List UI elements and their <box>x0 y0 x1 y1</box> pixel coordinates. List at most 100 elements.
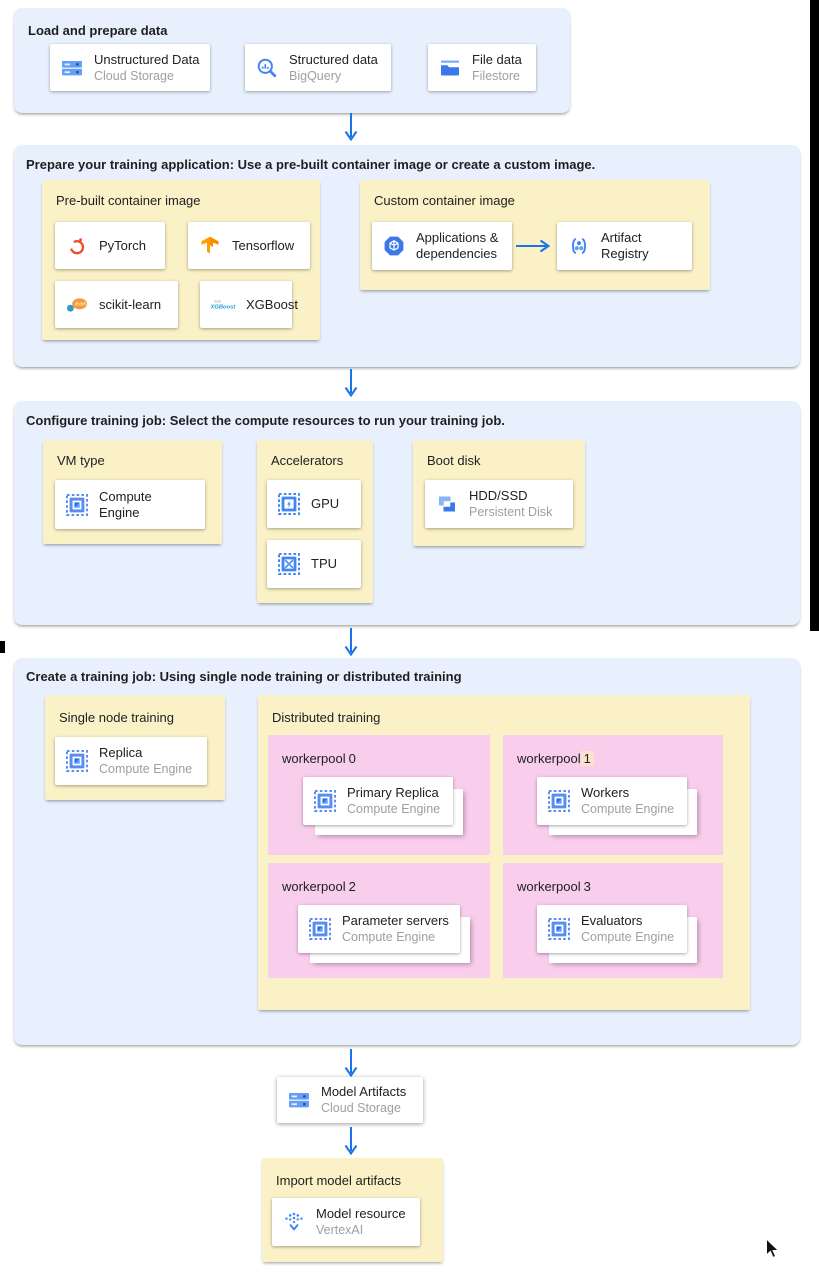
card-title: Structured data <box>289 51 378 67</box>
card-subtitle: Compute Engine <box>99 762 193 776</box>
card-title: XGBoost <box>246 296 299 312</box>
group-vm-type: VM type Compute Engine <box>43 440 222 544</box>
card-workers: Workers Compute Engine <box>537 777 687 825</box>
card-title: Tensorflow <box>232 237 295 253</box>
scikit-learn-icon <box>67 297 87 312</box>
tpu-icon <box>278 553 300 575</box>
card-title: scikit-learn <box>99 296 162 312</box>
section-create-job: Create a training job: Using single node… <box>14 658 800 1045</box>
card-pytorch: PyTorch <box>55 222 165 269</box>
card-title: TPU <box>311 556 337 571</box>
cursor-icon <box>766 1238 780 1259</box>
group-label: Boot disk <box>427 453 481 468</box>
card-title: Applications & dependencies <box>416 230 499 261</box>
flow-arrow-right <box>515 239 550 253</box>
card-artifact-registry: Artifact Registry <box>557 222 692 270</box>
card-file-data: File data Filestore <box>428 44 536 91</box>
compute-engine-icon <box>314 790 336 812</box>
card-evaluators: Evaluators Compute Engine <box>537 905 687 953</box>
card-tpu: TPU <box>267 540 361 588</box>
card-subtitle: Compute Engine <box>581 930 675 944</box>
card-replica: Replica Compute Engine <box>55 737 207 785</box>
compute-engine-icon <box>66 493 88 516</box>
card-subtitle: VertexAI <box>316 1223 364 1237</box>
card-subtitle: Compute Engine <box>347 802 441 816</box>
group-boot-disk: Boot disk HDD/SSD Persistent Disk <box>413 440 585 546</box>
card-model-artifacts: Model Artifacts Cloud Storage <box>277 1077 423 1123</box>
flow-arrow-down-5 <box>344 1126 358 1155</box>
card-unstructured-data: Unstructured Data Cloud Storage <box>50 44 210 91</box>
compute-engine-icon <box>548 918 570 940</box>
card-title: Workers <box>581 785 630 800</box>
compute-engine-icon <box>66 750 88 772</box>
card-subtitle: Filestore <box>472 68 520 83</box>
card-subtitle: Persistent Disk <box>469 505 553 519</box>
card-title: PyTorch <box>99 237 146 253</box>
card-scikit-learn: scikit-learn <box>55 281 178 328</box>
card-title: Replica <box>99 745 143 760</box>
card-title: File data <box>472 51 522 67</box>
section-prepare-title: Prepare your training application: Use a… <box>26 157 596 172</box>
card-title: Artifact Registry <box>601 230 649 261</box>
group-import-model: Import model artifacts Model resource Ve… <box>262 1158 443 1262</box>
group-accelerators: Accelerators GPU TPU <box>257 440 373 603</box>
group-custom-container: Custom container image Applications & de… <box>360 180 710 290</box>
card-model-resource: Model resource VertexAI <box>272 1198 420 1246</box>
card-title: Compute Engine <box>99 488 152 520</box>
xgboost-icon <box>210 299 236 310</box>
section-load-title: Load and prepare data <box>28 23 168 38</box>
persistent-disk-icon <box>439 496 455 512</box>
group-prebuilt-container: Pre-built container image PyTorch Tensor… <box>42 180 320 340</box>
bigquery-icon <box>257 57 277 77</box>
group-label: Custom container image <box>374 193 515 208</box>
vertex-ai-icon <box>284 1211 304 1231</box>
card-tensorflow: Tensorflow <box>188 222 310 269</box>
card-title: Model Artifacts <box>321 1084 407 1099</box>
card-subtitle: Compute Engine <box>342 930 436 944</box>
group-label: Distributed training <box>272 710 381 725</box>
card-title: Primary Replica <box>347 785 439 800</box>
cloud-storage-icon <box>289 1093 309 1108</box>
compute-engine-icon <box>309 918 331 940</box>
card-title: Model resource <box>316 1206 406 1221</box>
card-applications-dependencies: Applications & dependencies <box>372 222 512 270</box>
section-prepare-application: Prepare your training application: Use a… <box>14 145 800 367</box>
card-xgboost: XGBoost <box>200 281 298 328</box>
card-subtitle: Cloud Storage <box>94 68 174 83</box>
section-load-data: Load and prepare data Unstructured Data … <box>14 8 570 113</box>
pytorch-icon <box>67 236 87 257</box>
card-gpu: GPU <box>267 480 361 528</box>
screenshot-artifact-left-mark <box>0 641 5 653</box>
tensorflow-icon <box>201 236 219 253</box>
cloud-storage-icon <box>62 60 82 75</box>
group-label: Import model artifacts <box>276 1173 401 1188</box>
section-configure-title: Configure training job: Select the compu… <box>26 413 505 428</box>
group-label: VM type <box>57 453 105 468</box>
card-subtitle: Compute Engine <box>581 802 675 816</box>
card-hdd-ssd: HDD/SSD Persistent Disk <box>425 480 573 528</box>
flow-arrow-down-4 <box>344 1048 358 1077</box>
card-subtitle: BigQuery <box>289 68 342 83</box>
group-label: Pre-built container image <box>56 193 201 208</box>
card-title: Parameter servers <box>342 913 449 928</box>
card-parameter-servers: Parameter servers Compute Engine <box>298 905 460 953</box>
workerpool-1-number-highlight: 1 <box>580 751 594 766</box>
compute-engine-icon <box>548 790 570 812</box>
gpu-icon <box>278 493 300 515</box>
filestore-icon <box>441 60 459 75</box>
flow-arrow-down-2 <box>344 368 358 397</box>
card-compute-engine: Compute Engine <box>55 480 205 529</box>
card-primary-replica: Primary Replica Compute Engine <box>303 777 453 825</box>
card-subtitle: Cloud Storage <box>321 1101 401 1115</box>
card-title: Evaluators <box>581 913 643 928</box>
artifact-registry-icon <box>572 238 586 254</box>
